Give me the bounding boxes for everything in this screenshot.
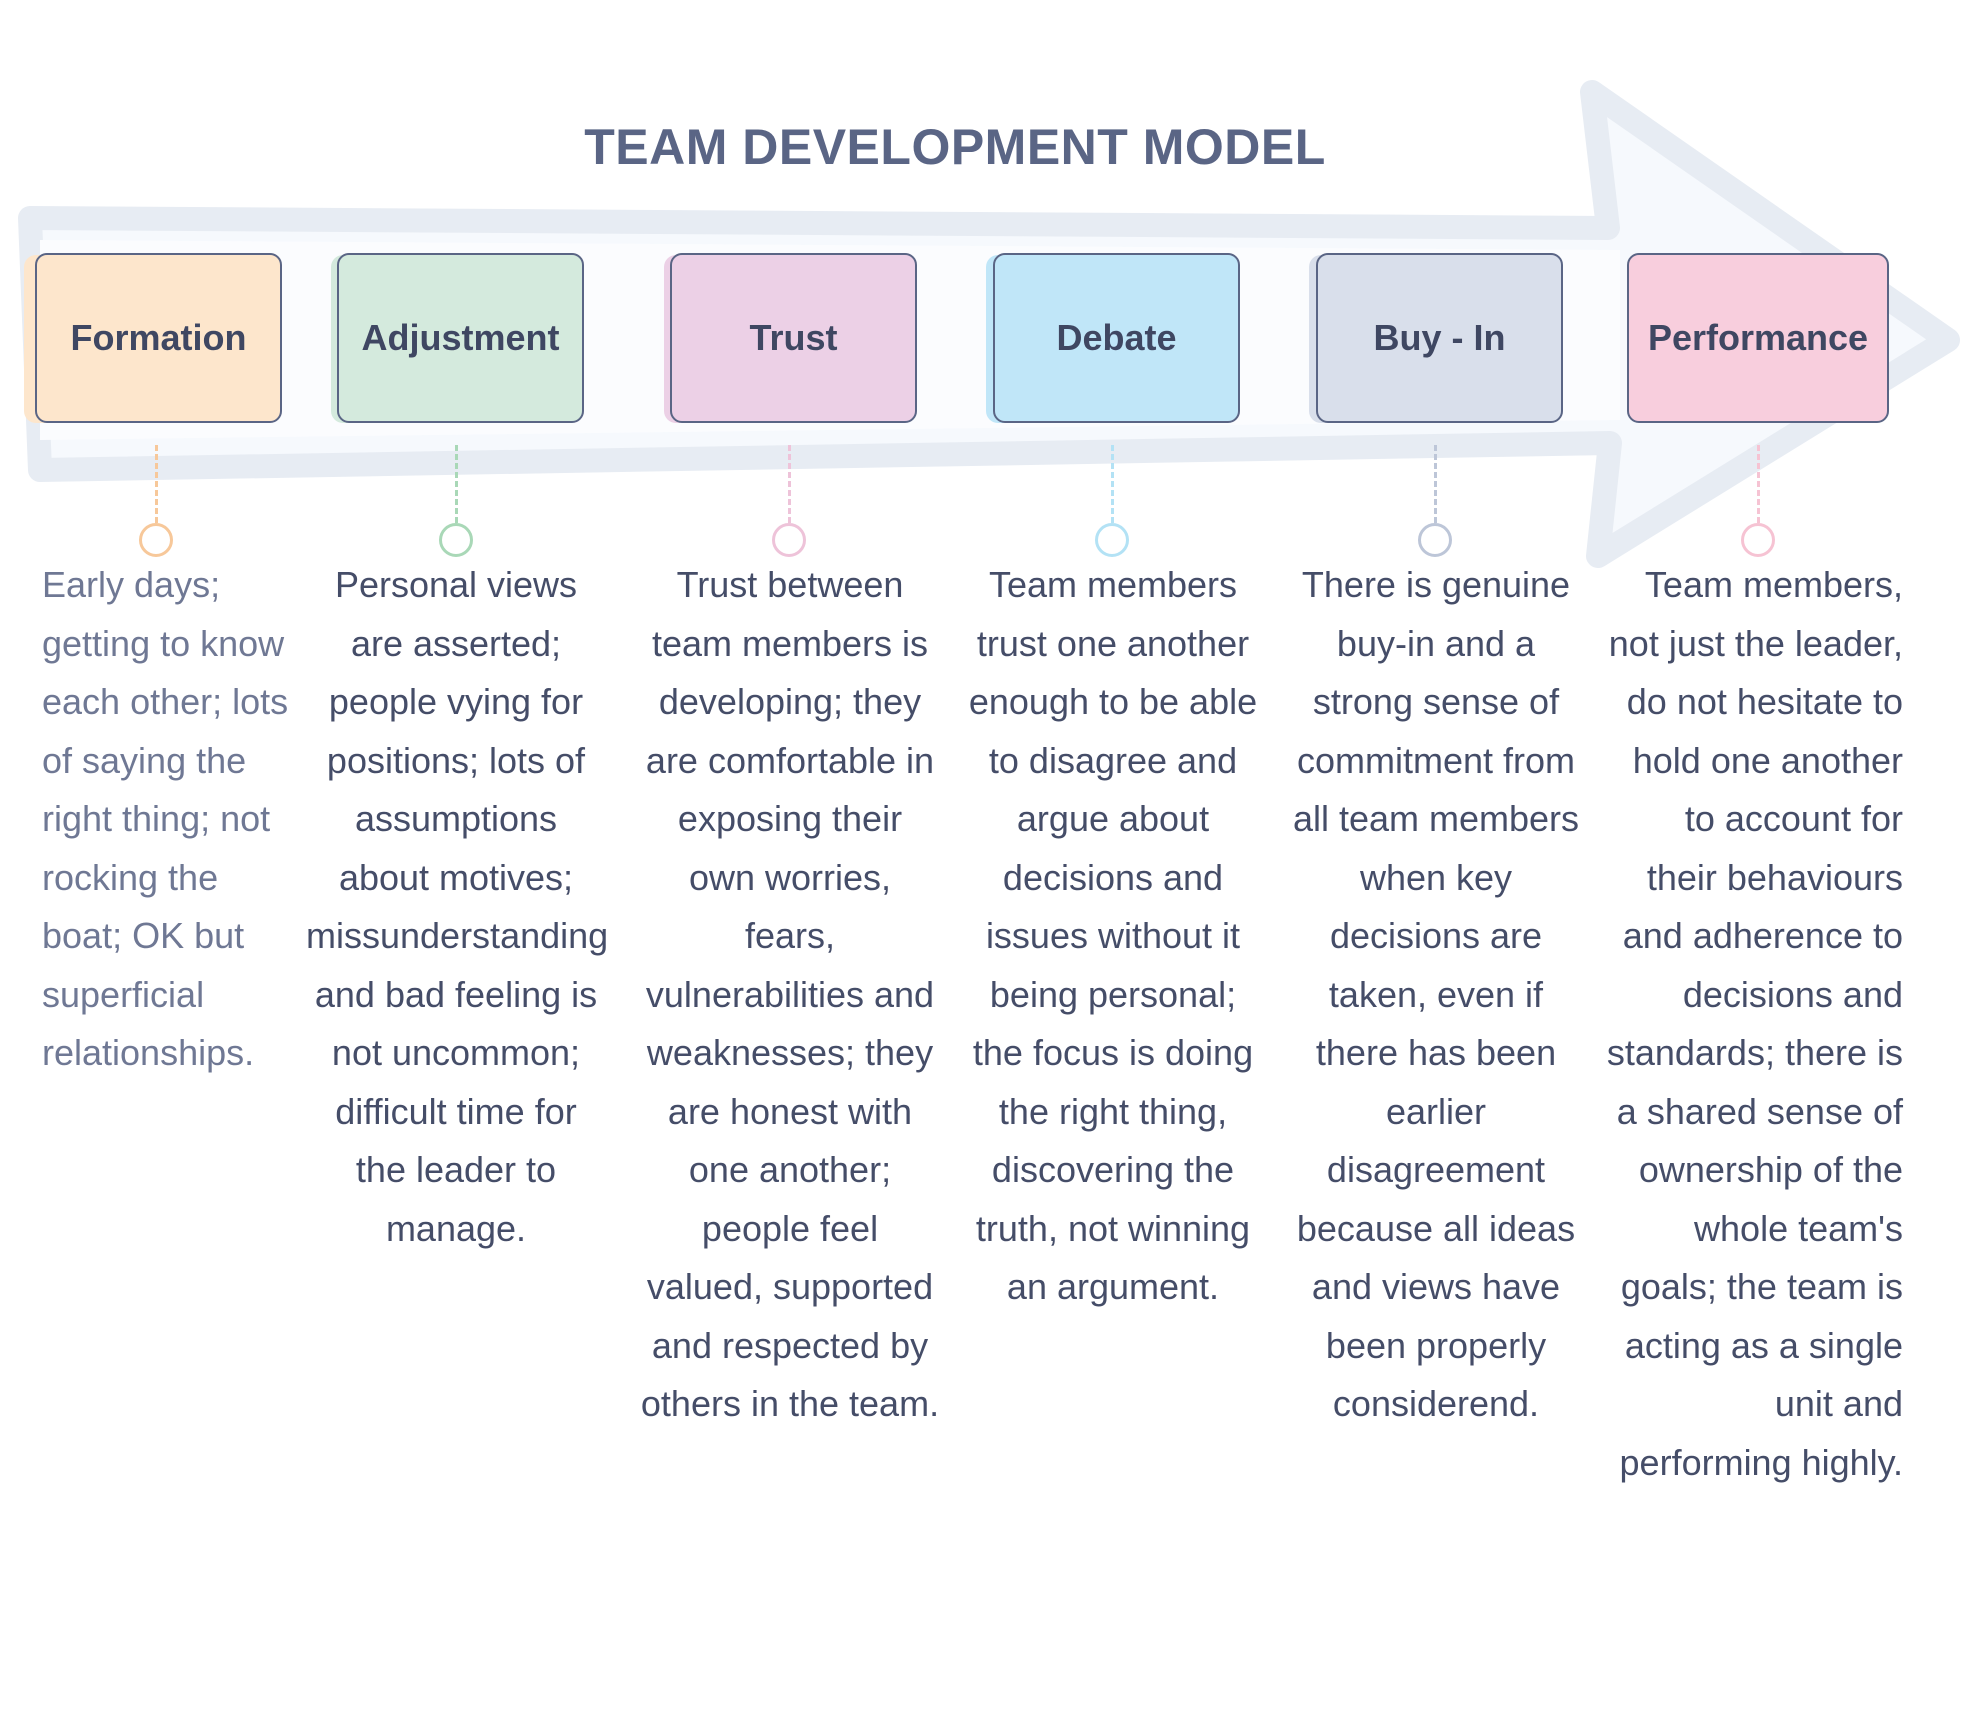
diagram-title: TEAM DEVELOPMENT MODEL xyxy=(584,119,1326,175)
connector-buy-in xyxy=(1434,445,1437,523)
node-performance xyxy=(1741,523,1775,557)
stage-label-buy-in: Buy - In xyxy=(1373,317,1506,358)
stage-box-buy-in: Buy - In xyxy=(1316,253,1563,423)
stage-description-formation: Early days; getting to know each other; … xyxy=(42,564,289,1073)
stage-label-debate: Debate xyxy=(1056,317,1177,358)
stage-label-adjustment: Adjustment xyxy=(361,317,560,358)
stage-description-buy-in: There is genuine buy-in and a strong sen… xyxy=(1292,564,1580,1424)
node-adjustment xyxy=(439,523,473,557)
node-trust xyxy=(772,523,806,557)
stage-box-formation: Formation xyxy=(35,253,282,423)
connector-debate xyxy=(1111,445,1114,523)
stage-label-performance: Performance xyxy=(1647,317,1869,358)
stage-description-debate: Team members trust one another enough to… xyxy=(968,564,1258,1307)
stage-box-debate: Debate xyxy=(993,253,1240,423)
node-formation xyxy=(139,523,173,557)
connector-trust xyxy=(788,445,791,523)
stage-box-performance: Performance xyxy=(1627,253,1889,423)
connector-performance xyxy=(1757,445,1760,523)
stage-box-trust: Trust xyxy=(670,253,917,423)
stage-label-formation: Formation xyxy=(70,317,247,358)
stage-label-trust: Trust xyxy=(749,317,838,358)
stage-description-performance: Team members, not just the leader, do no… xyxy=(1606,564,1903,1483)
node-buy-in xyxy=(1418,523,1452,557)
node-debate xyxy=(1095,523,1129,557)
stage-box-adjustment: Adjustment xyxy=(337,253,584,423)
stage-description-adjustment: Personal views are asserted; people vyin… xyxy=(306,564,609,1249)
connector-formation xyxy=(155,445,158,523)
connector-adjustment xyxy=(455,445,458,523)
stage-description-trust: Trust between team members is developing… xyxy=(640,564,940,1424)
